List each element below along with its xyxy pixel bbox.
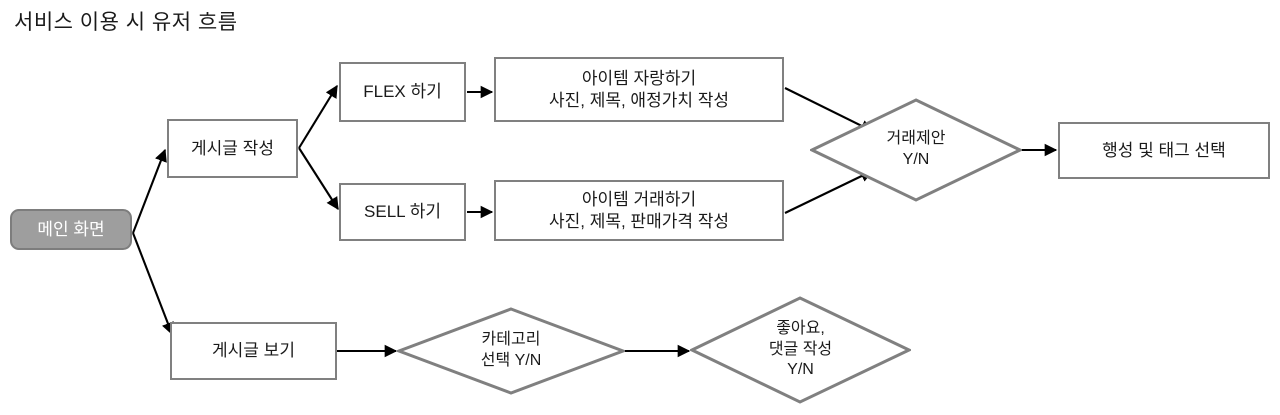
node-main-screen-label: 메인 화면 [37,219,105,239]
node-flex-label: FLEX 하기 [363,82,442,102]
node-planet-tag[interactable]: 행성 및 태그 선택 [1058,122,1270,179]
node-trade-offer[interactable]: 거래제안 Y/N [810,98,1022,202]
edge-item-trade-to-trade-offer [784,170,874,214]
node-view-post-label: 게시글 보기 [212,341,295,361]
node-sell[interactable]: SELL 하기 [339,183,466,241]
node-flex[interactable]: FLEX 하기 [339,62,466,122]
node-write-post-label: 게시글 작성 [191,138,274,158]
node-planet-tag-label: 행성 및 태그 선택 [1102,140,1226,160]
node-category-label: 카테고리 선택 Y/N [480,331,542,369]
node-write-post[interactable]: 게시글 작성 [167,119,298,178]
node-item-show[interactable]: 아이템 자랑하기 사진, 제목, 애정가치 작성 [494,57,784,122]
node-item-trade-label: 아이템 거래하기 사진, 제목, 판매가격 작성 [548,189,729,231]
node-main-screen[interactable]: 메인 화면 [10,209,132,250]
node-category[interactable]: 카테고리 선택 Y/N [397,307,625,395]
node-like-comment[interactable]: 좋아요, 댓글 작성 Y/N [690,296,911,404]
edge-main-to-view-post [132,232,174,336]
edge-write-post-to-flex [298,84,338,149]
node-item-trade[interactable]: 아이템 거래하기 사진, 제목, 판매가격 작성 [494,180,784,241]
node-trade-offer-label: 거래제안 Y/N [886,130,946,168]
node-item-show-label: 아이템 자랑하기 사진, 제목, 애정가치 작성 [548,68,729,110]
node-like-comment-label: 좋아요, 댓글 작성 Y/N [768,319,833,379]
node-view-post[interactable]: 게시글 보기 [170,322,337,380]
page-title: 서비스 이용 시 유저 흐름 [14,11,238,34]
node-sell-label: SELL 하기 [364,202,441,222]
edge-write-post-to-sell [298,147,339,211]
edge-main-to-write-post [132,148,167,234]
edge-item-show-to-trade-offer [784,87,874,132]
